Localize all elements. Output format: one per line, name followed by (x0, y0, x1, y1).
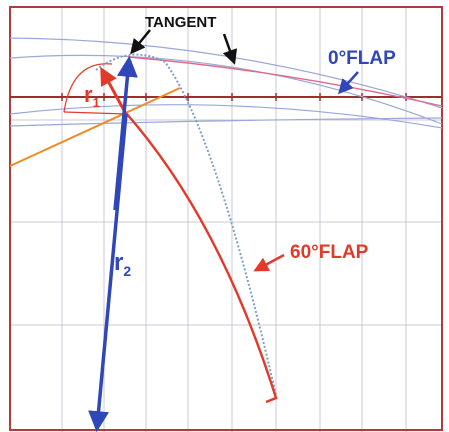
flap60-label: 60°FLAP (290, 242, 369, 263)
flap60-arrow (253, 253, 285, 272)
reference-arcs (9, 37, 443, 129)
r1-subscript: 1 (93, 95, 100, 110)
r1-angle-arc (63, 63, 113, 113)
r1-label: r1 (84, 82, 100, 110)
r2-letter: r (114, 249, 123, 276)
dotted-flap-curve (95, 53, 277, 396)
r2-vector-up (113, 55, 138, 211)
flap0-arrow (337, 71, 359, 95)
flap0-label: 0°FLAP (328, 48, 396, 69)
diagram-frame (9, 6, 443, 431)
tangent-label: TANGENT (145, 14, 216, 31)
red-flap-curve (125, 112, 278, 404)
tangent-arrow-left (130, 29, 151, 55)
tangent-arrow-right (222, 33, 238, 65)
r2-vector-down (88, 113, 128, 432)
r2-label: r2 (114, 249, 131, 279)
orange-reference-line (9, 87, 181, 167)
grid (10, 7, 442, 432)
r1-letter: r (84, 82, 93, 107)
tangent-line (127, 56, 443, 107)
r2-subscript: 2 (123, 263, 131, 279)
r1-angle-base (63, 111, 127, 115)
r1-vector (100, 66, 128, 115)
